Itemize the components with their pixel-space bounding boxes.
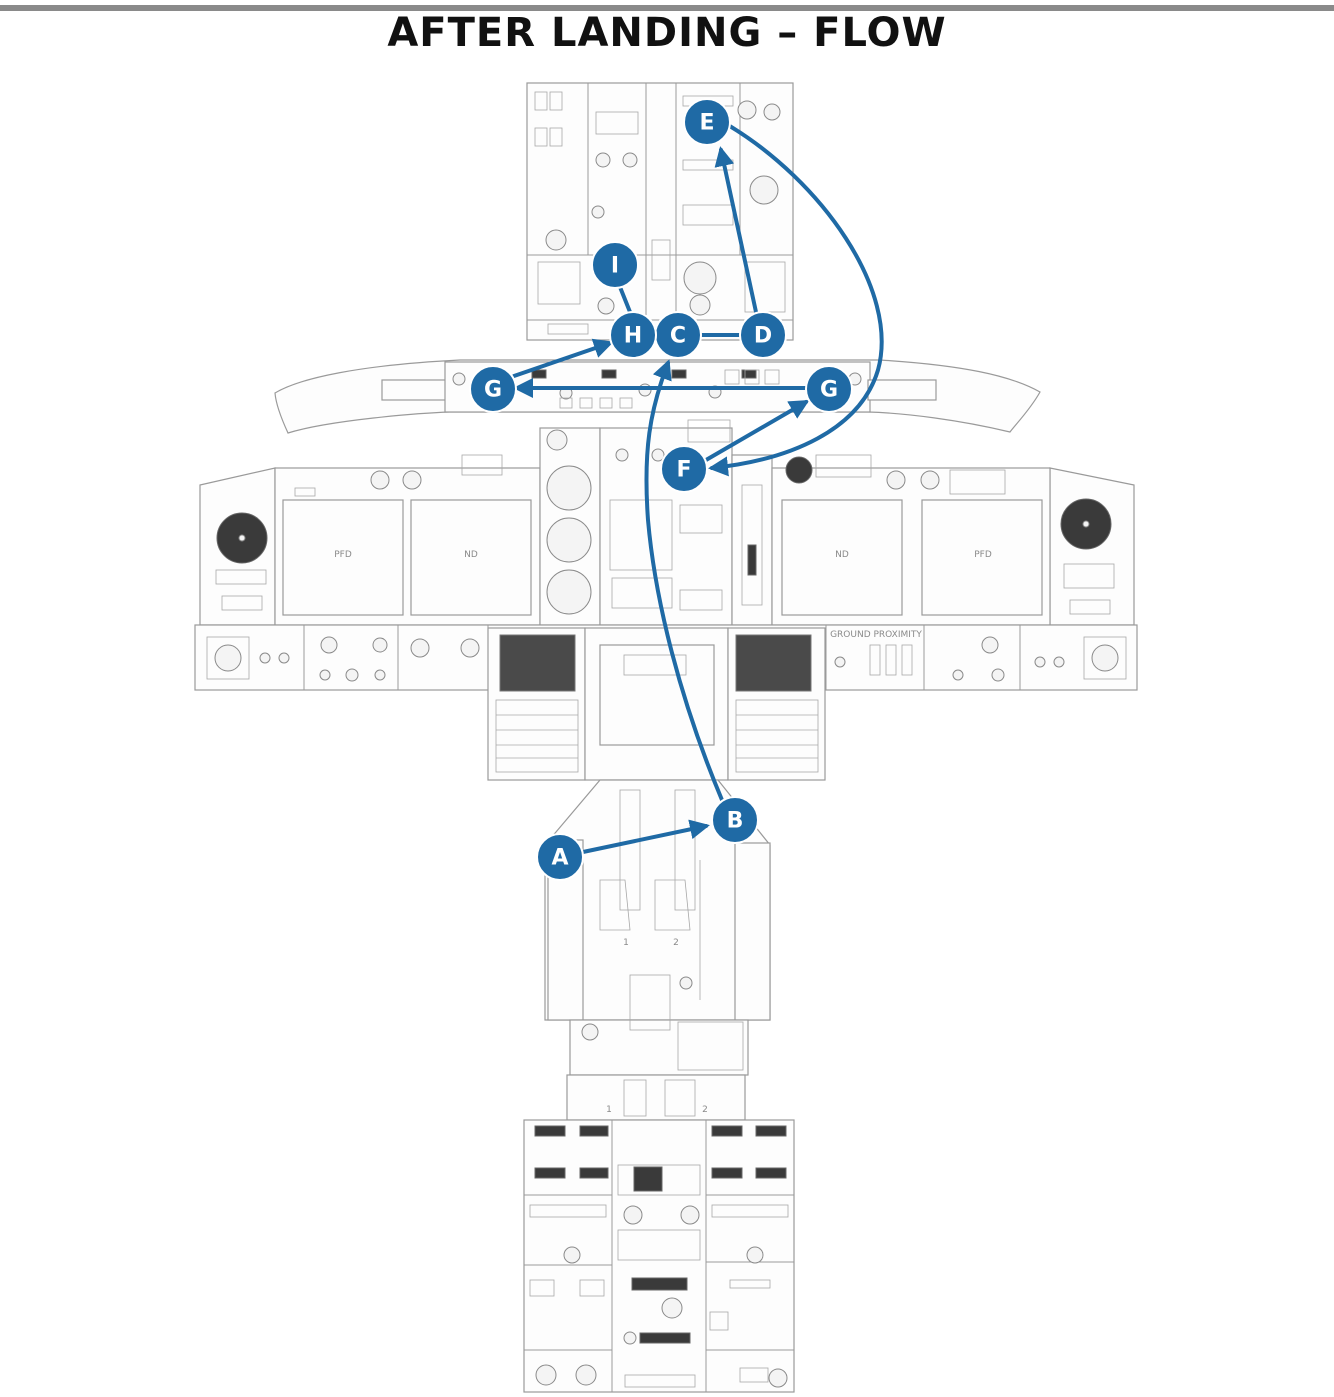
flow-arrow-h-i	[618, 285, 632, 314]
nd-left-display	[410, 499, 532, 616]
marker-i: I	[591, 241, 639, 289]
svg-text:C: C	[670, 324, 686, 349]
marker-d: D	[739, 311, 787, 359]
flow-arrow-e-f	[708, 123, 884, 477]
marker-g-right: G	[805, 365, 853, 413]
cdu-keys	[495, 699, 819, 773]
pfd-left-label: PFD	[334, 550, 352, 560]
pfd-left-display	[282, 499, 404, 616]
marker-g-left: G	[469, 365, 517, 413]
control-stand: 1 2	[544, 779, 771, 1076]
pedestal-2-label: 2	[702, 1105, 708, 1115]
mcp-details	[452, 369, 862, 409]
svg-text:D: D	[754, 324, 772, 349]
svg-text:B: B	[727, 809, 744, 834]
overhead-details	[534, 91, 786, 335]
svg-text:E: E	[699, 111, 714, 136]
throttle-1-label: 1	[623, 938, 629, 948]
flow-arrow-g-h	[512, 338, 614, 378]
svg-text:F: F	[676, 458, 691, 483]
standby-asi	[546, 517, 592, 563]
pfd-right-display	[921, 499, 1043, 616]
svg-text:I: I	[611, 254, 619, 279]
cdu-and-lower-display	[487, 627, 826, 781]
page-title: AFTER LANDING – FLOW	[387, 10, 947, 56]
marker-a: A	[536, 833, 584, 881]
top-rule	[0, 5, 1334, 11]
marker-e: E	[683, 98, 731, 146]
throttle-2-label: 2	[673, 938, 679, 948]
aft-pedestal: 1 2	[523, 1074, 795, 1393]
flow-arrow-b-c	[644, 359, 724, 802]
main-instrument-panel: PFD ND ND PFD	[199, 419, 1135, 626]
svg-text:H: H	[624, 324, 642, 349]
marker-h: H	[609, 311, 657, 359]
flow-markers: A B C D E F G G H I	[469, 98, 853, 881]
svg-text:G: G	[484, 378, 502, 403]
flow-arrow-f-g	[704, 399, 810, 462]
svg-text:A: A	[551, 846, 568, 871]
pedestal-1-label: 1	[606, 1105, 612, 1115]
marker-c: C	[654, 311, 702, 359]
flow-arrow-d-e	[714, 146, 758, 314]
standby-heading	[546, 569, 592, 615]
nd-right-display	[781, 499, 903, 616]
marker-f: F	[660, 445, 708, 493]
nd-right-label: ND	[835, 550, 849, 560]
ground-proximity-label: GROUND PROXIMITY	[830, 630, 922, 640]
marker-b: B	[711, 796, 759, 844]
flow-arrows	[512, 123, 884, 854]
overhead-panel	[526, 82, 794, 341]
standby-attitude	[546, 465, 592, 511]
nd-left-label: ND	[464, 550, 478, 560]
svg-text:G: G	[820, 378, 838, 403]
flow-arrow-a-b	[581, 819, 710, 854]
pfd-right-label: PFD	[974, 550, 992, 560]
